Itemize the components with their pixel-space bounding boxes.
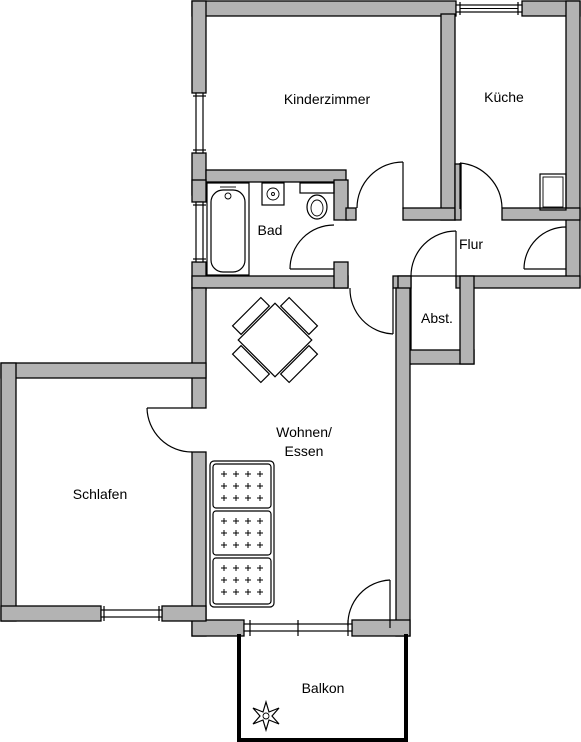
sofa-pattern-mark: [245, 589, 251, 595]
wall-bad-left-upper: [191, 179, 207, 203]
wall-wohnen-left-upper: [191, 287, 207, 409]
wall-schlafen-top: [0, 362, 207, 379]
sofa-pattern-mark: [233, 471, 239, 477]
window-bad: [195, 201, 204, 263]
sofa-pattern-mark: [245, 542, 251, 548]
door-balkon: [347, 579, 391, 628]
wall-flur-top-3: [501, 207, 581, 221]
room-labels: Kinderzimmer Küche Bad Flur Abst. Wohnen…: [73, 89, 524, 696]
sofa-pattern-mark: [233, 577, 239, 583]
sofa-pattern-mark: [221, 518, 227, 524]
wall-kinder-kueche: [440, 13, 456, 221]
sofa-pattern-mark: [221, 471, 227, 477]
sofa-pattern-mark: [245, 530, 251, 536]
label-flur: Flur: [459, 236, 483, 252]
wall-schlafen-left: [0, 362, 17, 622]
sofa-pattern-mark: [221, 495, 227, 501]
sofa-pattern-mark: [233, 530, 239, 536]
balkon-railing: [237, 634, 408, 742]
sofa-pattern-mark: [245, 471, 251, 477]
sofa-pattern-mark: [257, 542, 263, 548]
door-wohnen-flur: [349, 287, 394, 335]
wall-bad-bottom: [191, 275, 349, 289]
sofa-pattern-mark: [245, 565, 251, 571]
fixtures: [206, 173, 567, 733]
sofa-pattern-mark: [257, 518, 263, 524]
sofa-pattern-mark: [245, 483, 251, 489]
wall-flur-bottom-2: [455, 275, 581, 289]
sofa-pattern-mark: [221, 577, 227, 583]
wall-kueche-stub: [454, 163, 462, 221]
wall-wohnen-bottom-left: [191, 619, 245, 637]
wall-wohnen-right: [395, 287, 411, 637]
label-kueche: Küche: [484, 89, 524, 105]
label-abst: Abst.: [421, 310, 453, 326]
sofa-pattern-mark: [221, 483, 227, 489]
label-bad: Bad: [258, 222, 283, 238]
sofa-pattern-mark: [221, 589, 227, 595]
sofa-pattern-mark: [233, 495, 239, 501]
wall-flur-top-2: [402, 207, 456, 221]
wall-schlafen-bottom-left: [0, 605, 102, 622]
bathtub-icon: [206, 182, 250, 276]
label-wohnen-line2: Essen: [285, 443, 324, 459]
wall-bad-right: [333, 179, 349, 221]
wall-left-kinder-upper: [191, 0, 207, 94]
sofa-pattern-mark: [257, 589, 263, 595]
dining-table-icon: [231, 296, 319, 384]
doors: [146, 161, 567, 628]
window-schlafen: [100, 609, 163, 618]
sofa-pattern-mark: [221, 542, 227, 548]
door-kueche: [459, 162, 503, 209]
wall-kinder-bottom: [205, 169, 347, 183]
sink-icon: [261, 182, 285, 206]
plant-icon: [252, 699, 280, 733]
sofa-pattern-mark: [257, 471, 263, 477]
wall-top-left: [191, 0, 457, 17]
wall-abst-right: [459, 275, 475, 365]
wall-flur-top-1: [345, 207, 357, 221]
label-balkon: Balkon: [302, 680, 345, 696]
sofa-pattern-mark: [257, 483, 263, 489]
door-abst: [410, 230, 457, 277]
sofa-pattern-mark: [257, 577, 263, 583]
sofa-pattern-mark: [233, 589, 239, 595]
wall-schlafen-bottom-right: [161, 605, 207, 622]
sofa-pattern-mark: [221, 565, 227, 571]
wall-wohnen-bottom-right: [351, 619, 411, 637]
sofa-pattern-mark: [257, 565, 263, 571]
label-wohnen-line1: Wohnen/: [276, 424, 332, 440]
door-schlafen: [146, 407, 193, 453]
sofa-pattern-mark: [233, 542, 239, 548]
sofa-pattern-mark: [245, 495, 251, 501]
sofa-icon: [209, 460, 275, 608]
door-bad: [289, 224, 335, 270]
sofa-pattern-mark: [221, 530, 227, 536]
sofa-pattern-mark: [233, 518, 239, 524]
windows: [100, 2, 523, 636]
sofa-pattern-mark: [245, 518, 251, 524]
sofa-pattern-mark: [233, 483, 239, 489]
stove-icon: [539, 173, 567, 211]
wall-right-kitchen: [565, 0, 581, 288]
wall-bad-bottom-right: [333, 261, 349, 289]
sofa-pattern-mark: [257, 530, 263, 536]
label-schlafen: Schlafen: [73, 486, 127, 502]
toilet-icon: [299, 182, 335, 220]
sofa-pattern-mark: [245, 577, 251, 583]
sofa-pattern-mark: [233, 565, 239, 571]
door-eingang: [523, 226, 567, 270]
window-kinderzimmer: [195, 92, 204, 154]
walls: [0, 0, 581, 637]
door-kinderzimmer: [356, 161, 404, 209]
label-kinderzimmer: Kinderzimmer: [284, 91, 371, 107]
sofa-pattern-mark: [257, 495, 263, 501]
